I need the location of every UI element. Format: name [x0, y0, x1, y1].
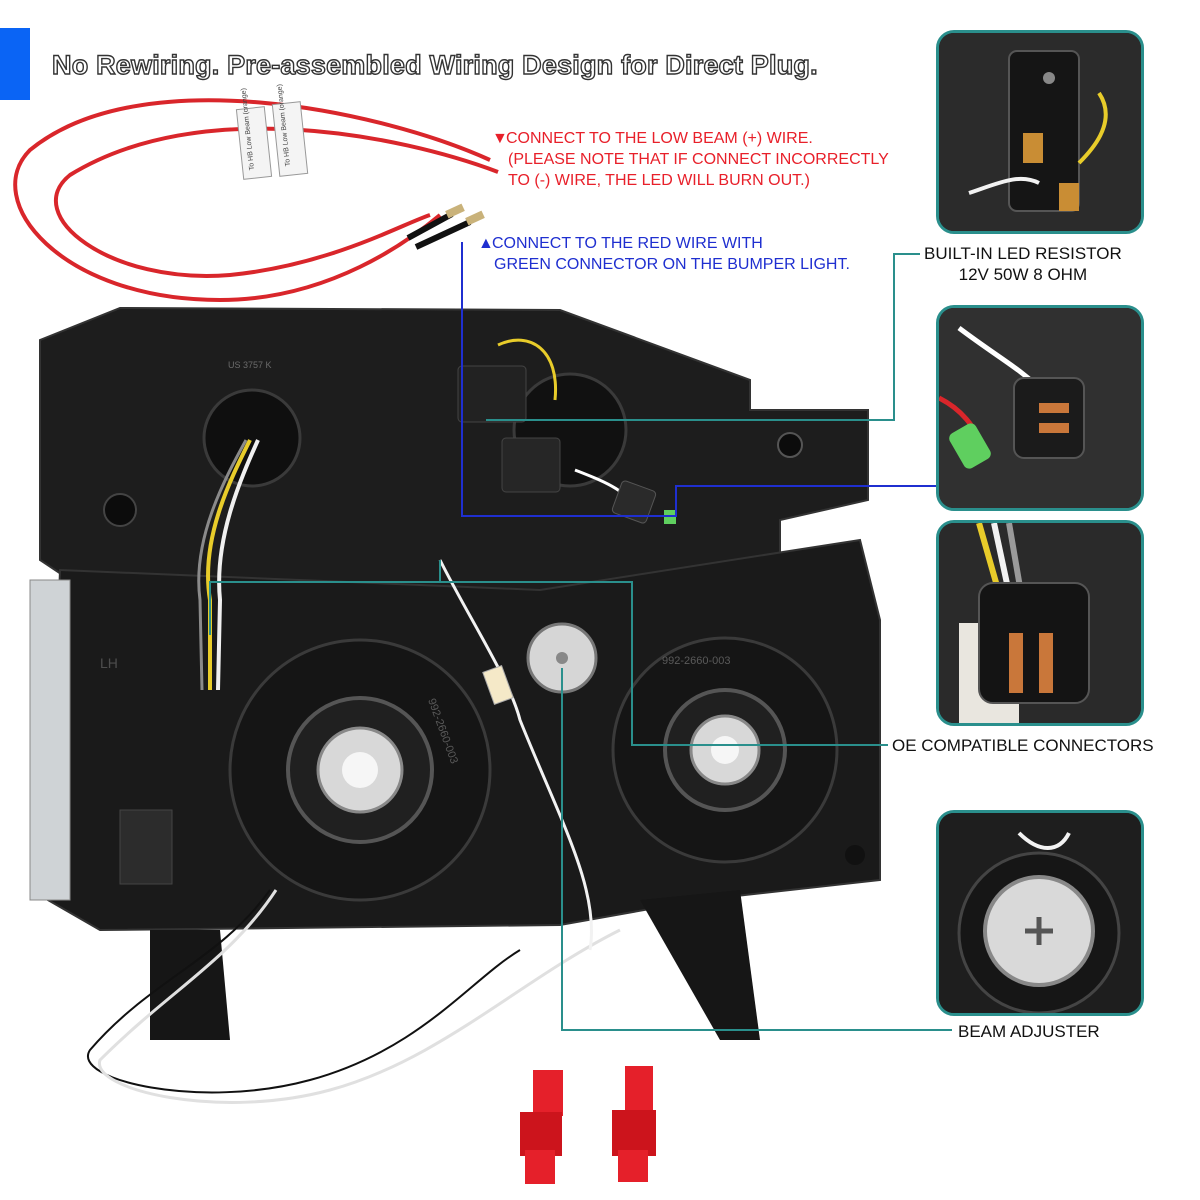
- resistor-screw: [1043, 72, 1055, 84]
- resistor-terminal-1: [1023, 133, 1043, 163]
- down-arrow-icon: ▼: [492, 130, 508, 147]
- oe-plug: [1013, 377, 1085, 459]
- red-wire-note-line1: CONNECT TO THE RED WIRE WITH: [492, 235, 763, 252]
- housing-code: US 3757 K: [228, 360, 272, 370]
- mount-hole: [777, 432, 803, 458]
- oe-pin-1: [1009, 633, 1023, 693]
- wire-tag-1: [235, 106, 273, 180]
- resistor-yellow-lead: [1077, 91, 1108, 165]
- low-beam-note-line1: CONNECT TO THE LOW BEAM (+) WIRE.: [506, 130, 813, 147]
- projector-core-right: [711, 736, 739, 764]
- resistor-callout-line: [486, 253, 920, 421]
- headline: No Rewiring. Pre-assembled Wiring Design…: [51, 49, 818, 80]
- red-wire-loop-inner: [54, 126, 499, 278]
- bumper-connector: [611, 480, 657, 524]
- low-beam-note-line3: TO (-) WIRE, THE LED WILL BURN OUT.): [508, 172, 810, 189]
- lower-mount-stud: [845, 845, 865, 865]
- oe-callout-line: [209, 581, 888, 746]
- adjuster-wire: [1017, 831, 1071, 850]
- mount-leg-left: [150, 930, 230, 1040]
- oe-white-wire: [991, 523, 1012, 594]
- red-wire-loop-outer: [13, 98, 491, 303]
- amber-reflector: [119, 809, 173, 885]
- up-arrow-icon: ▲: [478, 235, 494, 252]
- side-marker-lens: [29, 579, 71, 901]
- red-wire-note-line2: GREEN CONNECTOR ON THE BUMPER LIGHT.: [494, 256, 850, 273]
- resistor-block: [457, 365, 527, 423]
- green-bullet-connector: [949, 423, 991, 469]
- resistor-callout-line2: 12V 50W 8 OHM: [958, 265, 1088, 284]
- trailing-wire-black: [87, 889, 521, 1094]
- oe-plug-body: [978, 582, 1090, 704]
- harness-grey: [197, 439, 248, 691]
- oe-yellow-wire: [976, 523, 1002, 594]
- beam-adjuster-thumbnail: [936, 810, 1144, 1016]
- oe-connector-thumbnail: [936, 520, 1144, 726]
- trailing-wire-white: [98, 889, 621, 1104]
- harness-yellow: [206, 439, 252, 690]
- side-mark: LH: [100, 655, 118, 671]
- harness-white: [216, 439, 260, 691]
- low-beam-note: ▼CONNECT TO THE LOW BEAM (+) WIRE. (PLEA…: [492, 128, 889, 191]
- resistor-detail-thumbnail: [936, 30, 1144, 234]
- plug-pin-1: [1039, 403, 1069, 413]
- resistor-callout-line1: BUILT-IN LED RESISTOR: [924, 244, 1122, 263]
- green-connector-thumbnail: [936, 305, 1144, 511]
- wire-to-adjuster: [438, 559, 594, 951]
- oe-grey-wire: [1006, 523, 1024, 594]
- wire-tag-2: [271, 101, 309, 177]
- projector-core-left: [342, 752, 378, 788]
- wire-splice: [482, 664, 514, 706]
- phillips-screw-icon: [1025, 917, 1053, 945]
- oe-pin-2: [1039, 633, 1053, 693]
- resistor-terminal-2: [1059, 183, 1079, 211]
- terminal-sleeve-2: [414, 219, 472, 250]
- low-beam-note-line2: (PLEASE NOTE THAT IF CONNECT INCORRECTLY: [508, 151, 889, 168]
- plug-pin-2: [1039, 423, 1069, 433]
- quick-splice-2: [612, 1066, 656, 1182]
- accent-tab: [0, 28, 30, 100]
- resistor-wire-yellow: [497, 338, 558, 401]
- red-wire-note: ▲CONNECT TO THE RED WIRE WITH GREEN CONN…: [478, 233, 850, 275]
- beam-adjuster-screw: [556, 652, 568, 664]
- resistor-white-lead: [968, 176, 1040, 195]
- terminal-sleeve-1: [406, 211, 454, 241]
- bulb-socket-left: [202, 388, 302, 488]
- quick-splice-1: [520, 1070, 563, 1184]
- spade-terminal-2: [465, 210, 485, 226]
- resistor-block-2: [501, 437, 561, 493]
- oe-connectors-callout: OE COMPATIBLE CONNECTORS: [892, 736, 1154, 755]
- beam-callout-line: [561, 668, 952, 1031]
- beam-adjuster-callout: BEAM ADJUSTER: [958, 1022, 1100, 1041]
- resistor-body: [1008, 50, 1080, 212]
- resistor-callout: BUILT-IN LED RESISTOR 12V 50W 8 OHM: [924, 243, 1122, 285]
- adjuster-knob: [103, 493, 137, 527]
- mount-leg-right: [640, 890, 760, 1040]
- part-number-right: 992-2660-003: [662, 655, 731, 667]
- spade-terminal-1: [445, 203, 465, 219]
